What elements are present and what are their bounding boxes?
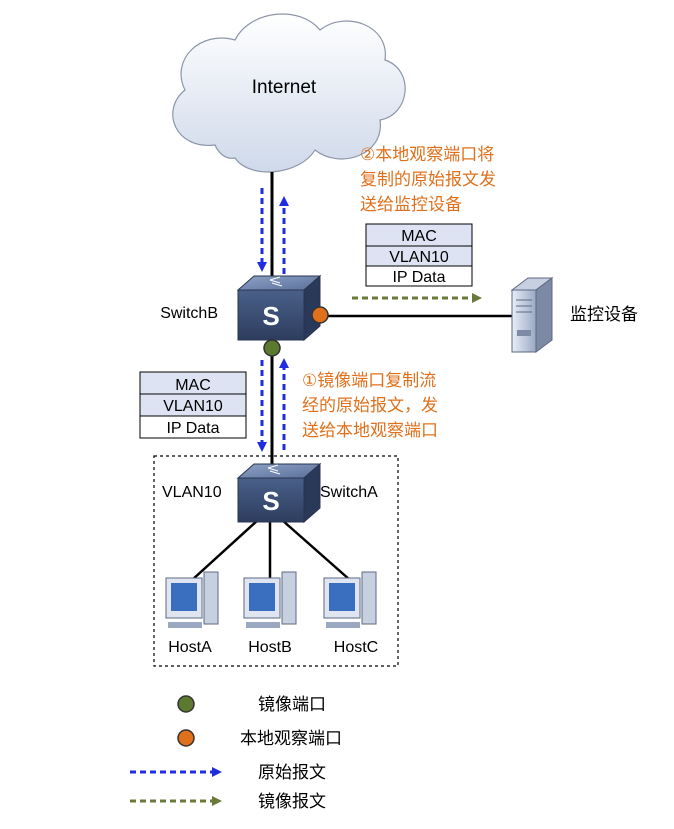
annotation-line: ①镜像端口复制流: [302, 371, 436, 391]
legend-observe-port-label: 本地观察端口: [240, 729, 342, 749]
switch-a-label: SwitchA: [320, 484, 378, 501]
annotation-line: 送给本地观察端口: [302, 421, 438, 441]
annotation-line: 复制的原始报文发: [360, 170, 496, 190]
switch-b: S SwitchB: [160, 274, 322, 342]
svg-text:S: S: [262, 301, 279, 331]
packet-field: MAC: [401, 228, 437, 245]
vlan10-group: [153, 455, 399, 667]
internet-cloud: Internet: [172, 13, 406, 173]
mirror-port: [263, 339, 281, 357]
legend-original-packet-label: 原始报文: [258, 763, 326, 783]
packet-table-left: MAC VLAN10 IP Data: [139, 371, 247, 439]
host-label: HostC: [334, 639, 378, 656]
host-label: HostA: [168, 639, 212, 656]
cloud-label: Internet: [252, 77, 317, 98]
host-label: HostB: [248, 639, 292, 656]
host-c: HostC: [323, 571, 378, 656]
annotation-line: 送给监控设备: [360, 195, 462, 215]
pc-icon: [323, 571, 377, 628]
annotation-2: ②本地观察端口将 复制的原始报文发 送给监控设备: [360, 145, 496, 215]
switch-a-vlan-label: VLAN10: [162, 484, 222, 501]
packet-table-top: MAC VLAN10 IP Data: [365, 223, 473, 287]
annotation-1: ①镜像端口复制流 经的原始报文，发 送给本地观察端口: [302, 371, 438, 441]
link-switcha-hostc: [281, 519, 351, 581]
legend: 镜像端口 本地观察端口 原始报文 镜像报文: [130, 695, 342, 812]
host-b: HostB: [243, 571, 297, 656]
packet-field: IP Data: [392, 269, 445, 286]
observe-port: [311, 306, 329, 324]
legend-mirror-port-marker: [177, 695, 195, 713]
monitor-device: 监控设备: [510, 277, 638, 353]
annotation-line: 经的原始报文，发: [302, 396, 438, 416]
switch-icon: S: [236, 462, 322, 524]
legend-observe-port-marker: [177, 729, 195, 747]
svg-text:S: S: [262, 486, 279, 516]
link-switcha-hosta: [191, 519, 259, 581]
legend-mirror-port-label: 镜像端口: [258, 695, 326, 715]
packet-field: MAC: [175, 377, 211, 394]
host-a: HostA: [165, 571, 219, 656]
annotation-line: ②本地观察端口将: [360, 145, 494, 165]
switch-icon: S: [236, 274, 322, 342]
packet-field: IP Data: [166, 420, 219, 437]
legend-mirror-packet-label: 镜像报文: [258, 792, 326, 812]
packet-field: VLAN10: [389, 249, 449, 266]
monitor-label: 监控设备: [570, 305, 638, 325]
packet-field: VLAN10: [163, 398, 223, 415]
switch-a: S VLAN10 SwitchA: [162, 462, 378, 524]
server-icon: [510, 277, 554, 353]
switch-b-label: SwitchB: [160, 305, 218, 322]
pc-icon: [165, 571, 219, 628]
pc-icon: [243, 571, 297, 628]
